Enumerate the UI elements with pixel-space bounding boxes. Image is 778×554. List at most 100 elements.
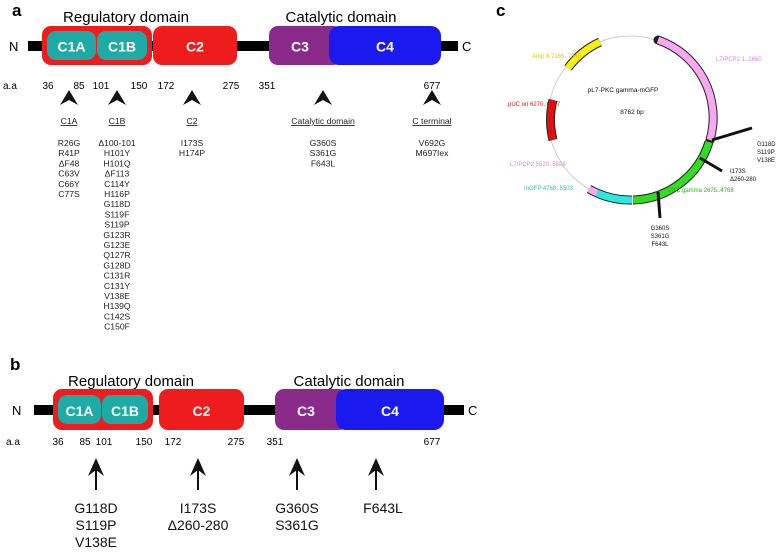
pkc-gamma-arc <box>632 140 713 204</box>
regulatory-domain-title-b: Regulatory domain <box>68 373 194 390</box>
plasmid-size: 8762 bp <box>620 109 644 116</box>
tick-c1b-muts <box>711 126 753 142</box>
pos-677-b: 677 <box>424 437 441 448</box>
domain-c1b-label: C1B <box>108 39 136 55</box>
panel-a: a Regulatory domain Catalytic domain N C… <box>3 1 471 332</box>
amp-label: Amp 8 7165..7845 <box>532 54 582 60</box>
mutation-item: H174P <box>179 148 206 158</box>
position-labels: 36 85 101 150 172 275 351 677 <box>42 81 440 92</box>
mutation-item: V138E <box>104 291 130 301</box>
mutation-item: G128D <box>103 260 130 270</box>
plasmid-mutation-item: S119P <box>757 150 775 156</box>
domain-c4 <box>329 26 441 65</box>
domain-c2-b <box>159 389 244 430</box>
tick-c2-muts <box>699 156 723 173</box>
aa-label: a.a <box>3 81 17 92</box>
mutation-item-b: S119P <box>76 517 117 533</box>
domain-c2 <box>153 26 237 65</box>
mutation-item: G123R <box>103 230 130 240</box>
plasmid-mutation-item: V138E <box>757 158 775 164</box>
mutation-item: F643L <box>311 158 336 168</box>
domain-c3-label-b: C3 <box>297 403 315 419</box>
pos-150-b: 150 <box>136 437 153 448</box>
catalytic-domain-title-b: Catalytic domain <box>294 373 405 390</box>
group-header-4: C terminal <box>412 116 451 126</box>
plasmid-mutation-ticks <box>656 126 753 219</box>
group-header-3: Catalytic domain <box>291 116 355 126</box>
pos-677: 677 <box>424 81 441 92</box>
pos-85: 85 <box>73 81 85 92</box>
arrow-catalytic <box>314 90 332 105</box>
l7-pcp2-arc <box>656 36 717 141</box>
mutation-item: C150F <box>104 322 130 332</box>
mutation-item: C131Y <box>104 281 131 291</box>
mutation-item: I173S <box>181 138 204 148</box>
l7-top-label: L7/PCP2 1..2660 <box>716 57 762 63</box>
amp-arc <box>565 38 602 71</box>
c-terminus-label: C <box>462 39 471 54</box>
panel-b: b Regulatory domain Catalytic domain N C… <box>6 355 477 550</box>
domain-c1a <box>47 31 96 60</box>
pos-351-b: 351 <box>267 437 284 448</box>
pos-101-b: 101 <box>96 437 113 448</box>
mutation-item-b: I173S <box>180 500 217 516</box>
l7-small-arc <box>587 185 599 197</box>
panel-a-arrows <box>60 90 441 105</box>
mutation-item: H116P <box>104 189 130 199</box>
arrow-c-terminal <box>423 90 441 105</box>
mutation-item-b: S361G <box>275 517 319 533</box>
mutation-item: C63V <box>58 169 80 179</box>
pos-150: 150 <box>131 81 148 92</box>
puc-ori-arc <box>547 99 557 141</box>
mutation-item: H101Y <box>104 148 131 158</box>
catalytic-domain-title: Catalytic domain <box>286 9 397 26</box>
mutation-item: C77S <box>58 189 80 199</box>
domain-c3-b <box>275 389 348 430</box>
mutation-item: G123E <box>104 240 131 250</box>
regulatory-domain-title: Regulatory domain <box>63 9 189 26</box>
arrow-c2 <box>183 90 201 105</box>
plasmid-feature-labels: Amp 8 7165..7845 pUC ori 6270..6937 L7/P… <box>508 54 762 194</box>
mutation-item-b: F643L <box>363 500 403 516</box>
panel-a-mutation-lists: R26GR41PΔF48C63VC66YC77SΔ100-101H101YH10… <box>58 138 449 332</box>
protein-backbone <box>28 41 458 51</box>
plasmid-mutation-item: F643L <box>651 242 669 248</box>
pos-101: 101 <box>93 81 110 92</box>
plasmid-mutation-item: G360S <box>651 226 670 232</box>
mutation-item: S361G <box>310 148 337 158</box>
panel-b-label: b <box>10 355 20 374</box>
mgfp-label: mGFP 4768..5503 <box>524 186 574 192</box>
mutation-item: ΔF48 <box>59 158 80 168</box>
domain-c3-label: C3 <box>291 39 309 55</box>
arrow-c1b <box>108 90 126 105</box>
domain-c1a-label-b: C1A <box>65 403 93 419</box>
position-labels-b: 36 85 101 150 172 275 351 677 <box>52 437 440 448</box>
arrow-c1a <box>60 90 78 105</box>
panel-a-label: a <box>12 1 22 20</box>
plasmid-mutation-item: I173S <box>730 169 746 175</box>
domain-c1a-b <box>58 395 101 424</box>
mutation-item: ΔF113 <box>105 169 130 179</box>
panel-c: c pL7-PKC gamma-mGFP 8762 bp Amp 8 7165.… <box>496 1 776 248</box>
domain-c1a-label: C1A <box>57 39 85 55</box>
mutation-item: V692G <box>419 138 446 148</box>
l7-bottom-label: L7/PCP2 5520..5828 <box>510 162 566 168</box>
protein-backbone-b <box>34 405 464 415</box>
plasmid-mutation-item: S361G <box>651 234 670 240</box>
mutation-item: S119F <box>105 209 130 219</box>
domain-c1b <box>97 31 147 60</box>
mutation-item-b: Δ260-280 <box>168 517 229 533</box>
pos-36: 36 <box>42 81 54 92</box>
domain-c1b-label-b: C1B <box>111 403 139 419</box>
panel-b-mutation-lists: G118DS119PV138EI173SΔ260-280G360SS361GF6… <box>74 500 403 550</box>
mutation-item: R41P <box>58 148 80 158</box>
domain-c3 <box>269 26 342 65</box>
n-terminus-label-b: N <box>12 403 21 418</box>
n-terminus-label: N <box>9 39 18 54</box>
domain-c4-label-b: C4 <box>381 403 399 419</box>
mutation-item-b: G360S <box>275 500 319 516</box>
panel-b-arrows <box>88 458 384 490</box>
pkc-gamma-label: PKC gamma 2675..4768 <box>668 188 734 194</box>
